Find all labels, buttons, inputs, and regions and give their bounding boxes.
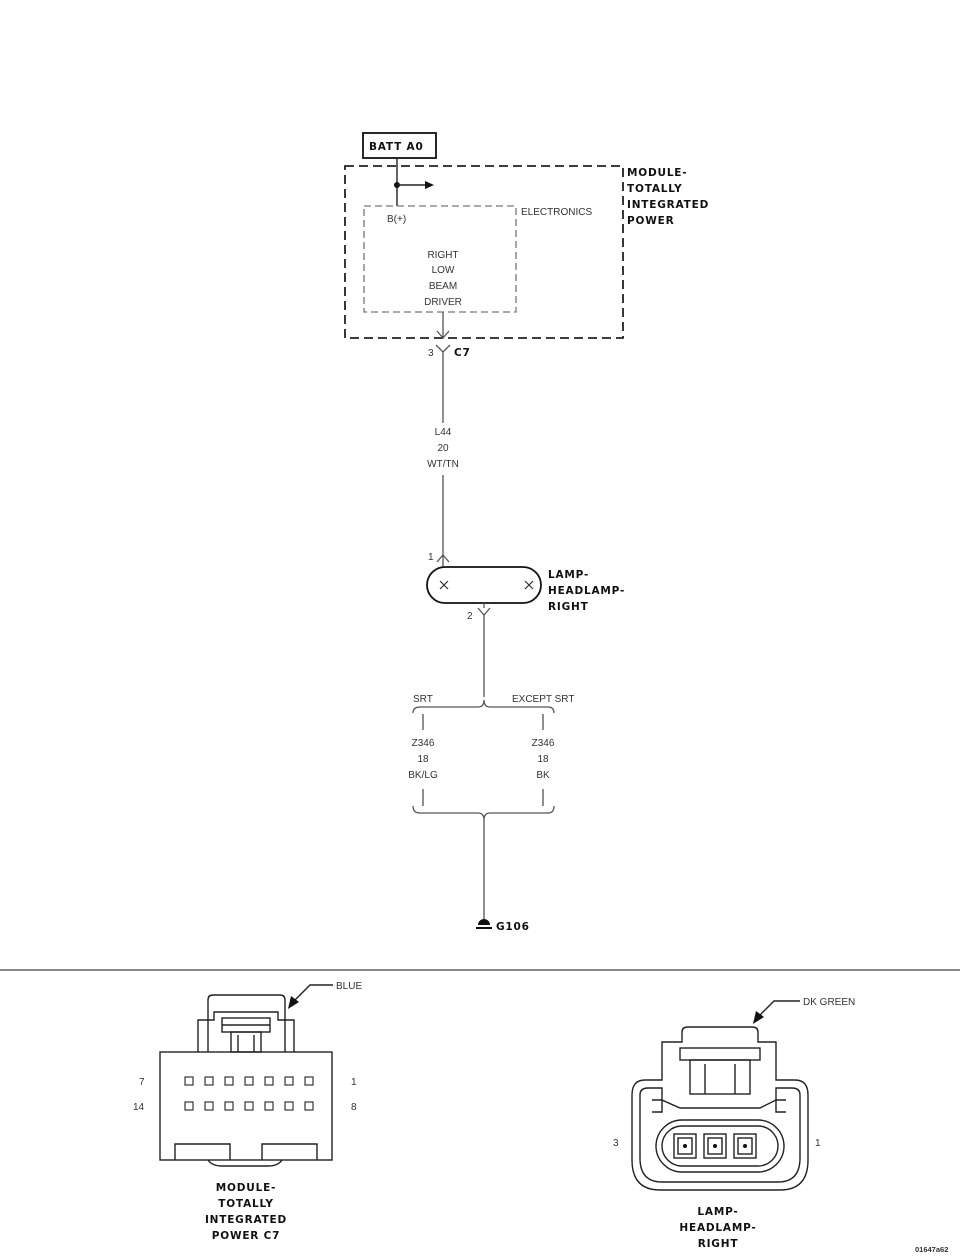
batt-a0-box: BATT A0	[362, 132, 437, 159]
c7-title-line-1: MODULE-	[216, 1182, 276, 1194]
lamp-filament-icon	[439, 580, 534, 590]
electronics-label: ELECTRONICS	[521, 207, 592, 218]
c7-terminal-icon	[435, 344, 451, 353]
lamp-pin-right: 1	[815, 1138, 821, 1149]
lamp-label-line-1: LAMP-	[548, 569, 589, 581]
wire-except-color: BK	[536, 770, 550, 781]
driver-label-line-1: RIGHT	[427, 250, 458, 261]
lamp-connector-title-line-2: HEADLAMP-	[679, 1222, 756, 1234]
srt-label: SRT	[413, 694, 433, 705]
lamp-label-line-3: RIGHT	[548, 601, 589, 613]
lamp-pin-in: 1	[428, 552, 434, 563]
wire-except-label: Z346 18 BK	[532, 738, 555, 781]
module-title-line-3: INTEGRATED	[627, 199, 709, 211]
splice-arrow-icon	[425, 181, 434, 189]
lamp-label: LAMP- HEADLAMP- RIGHT	[548, 569, 625, 613]
except-srt-label: EXCEPT SRT	[512, 694, 574, 705]
ground-icon	[476, 919, 492, 929]
wire-l44-label: L44 20 WT/TN	[427, 427, 459, 470]
wire-l44-circuit: L44	[435, 427, 452, 438]
option-brace-bottom	[412, 805, 555, 821]
wire-except-gauge: 18	[537, 754, 549, 765]
electronics-outline	[363, 205, 517, 313]
lamp-pin-out: 2	[467, 611, 473, 622]
driver-label: RIGHT LOW BEAM DRIVER	[424, 250, 462, 308]
module-title-line-4: POWER	[627, 215, 674, 227]
wire-l44-gauge: 20	[437, 443, 449, 454]
c7-pin-right-bottom: 8	[351, 1102, 357, 1113]
connector-c7-drawing	[159, 984, 333, 1167]
c7-label: C7	[454, 347, 471, 359]
driver-label-line-4: DRIVER	[424, 297, 462, 308]
b-plus-label: B(+)	[387, 214, 406, 225]
c7-pin-right-top: 1	[351, 1077, 357, 1088]
driver-label-line-2: LOW	[432, 265, 455, 276]
batt-label: BATT A0	[369, 141, 424, 153]
lamp-pin-1-terminal-icon	[436, 554, 450, 563]
c7-connector-title: MODULE- TOTALLY INTEGRATED POWER C7	[205, 1182, 287, 1242]
lamp-pin-2-terminal-icon	[477, 607, 491, 616]
wire-srt-color: BK/LG	[408, 770, 438, 781]
ground-label: G106	[496, 921, 530, 933]
c7-title-line-3: INTEGRATED	[205, 1214, 287, 1226]
module-title-line-1: MODULE-	[627, 167, 687, 179]
option-brace-top	[412, 699, 555, 714]
module-title: MODULE- TOTALLY INTEGRATED POWER	[627, 167, 709, 227]
driver-label-line-3: BEAM	[429, 281, 457, 292]
c7-color-label: BLUE	[336, 981, 362, 992]
c7-pin-left-top: 7	[139, 1077, 145, 1088]
lamp-color-label: DK GREEN	[803, 997, 855, 1008]
wire-except-circuit: Z346	[532, 738, 555, 749]
c7-pin: 3	[428, 348, 434, 359]
wire-srt-circuit: Z346	[412, 738, 435, 749]
lamp-label-line-2: HEADLAMP-	[548, 585, 625, 597]
connector-lamp-drawing	[631, 1000, 809, 1191]
lamp-connector-title: LAMP- HEADLAMP- RIGHT	[679, 1206, 756, 1250]
lamp-connector-title-line-3: RIGHT	[698, 1238, 739, 1250]
c7-title-line-2: TOTALLY	[218, 1198, 274, 1210]
wire-l44-color: WT/TN	[427, 459, 459, 470]
c7-title-line-4: POWER C7	[212, 1230, 281, 1242]
lamp-pin-left: 3	[613, 1138, 619, 1149]
c7-pin-left-bottom: 14	[133, 1102, 145, 1113]
lamp-connector-title-line-1: LAMP-	[697, 1206, 738, 1218]
wire-srt-gauge: 18	[417, 754, 429, 765]
module-title-line-2: TOTALLY	[627, 183, 683, 195]
figure-id: 01647a62	[915, 1245, 948, 1254]
driver-output-arrow-icon	[436, 330, 450, 339]
module-outline	[344, 165, 624, 339]
wire-srt-label: Z346 18 BK/LG	[408, 738, 438, 781]
